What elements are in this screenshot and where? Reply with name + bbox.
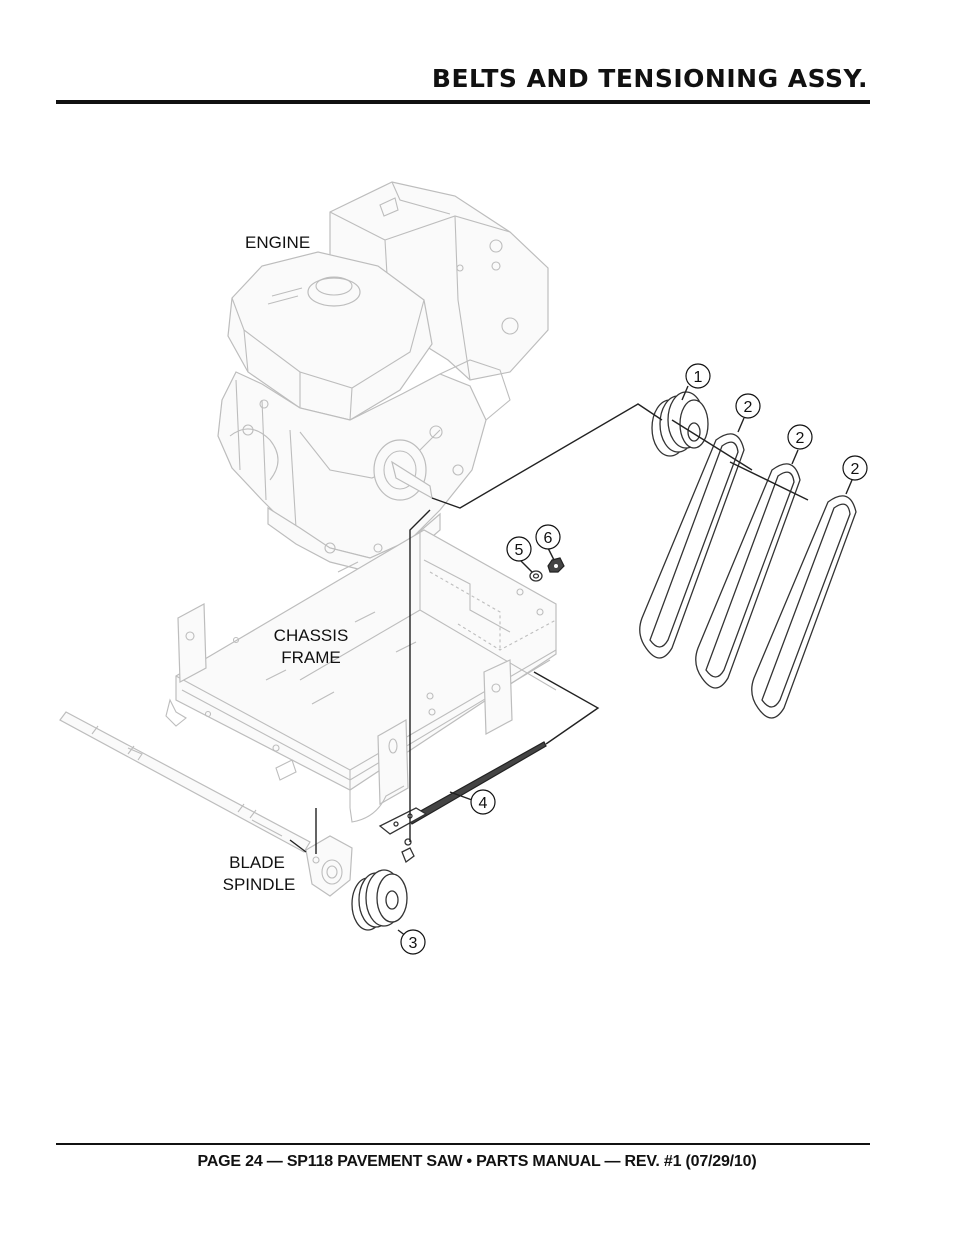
v-belts xyxy=(639,433,857,719)
spindle-label-line1: BLADE xyxy=(229,853,285,872)
callout-6: 6 xyxy=(535,524,561,550)
chassis-label-line2: FRAME xyxy=(281,648,341,667)
svg-text:1: 1 xyxy=(694,369,703,386)
engine-drawing xyxy=(217,181,549,573)
chassis-frame-drawing xyxy=(165,529,557,823)
callout-4: 4 xyxy=(470,789,496,815)
callout-3: 3 xyxy=(400,929,426,955)
page-footer: PAGE 24 — SP118 PAVEMENT SAW • PARTS MAN… xyxy=(197,1153,757,1170)
callout-5: 5 xyxy=(506,536,532,562)
svg-text:2: 2 xyxy=(851,461,860,478)
svg-text:4: 4 xyxy=(479,795,488,812)
hex-nut xyxy=(547,557,565,573)
callout-1: 1 xyxy=(685,363,711,389)
v-belt-1 xyxy=(639,433,745,659)
washer xyxy=(529,570,543,582)
svg-text:2: 2 xyxy=(796,430,805,447)
callout-2a: 2 xyxy=(735,393,761,419)
page-title: BELTS AND TENSIONING ASSY. xyxy=(431,64,868,93)
svg-text:5: 5 xyxy=(515,542,524,559)
chassis-label-line1: CHASSIS xyxy=(274,626,349,645)
v-belt-3 xyxy=(751,495,857,719)
svg-text:6: 6 xyxy=(544,530,553,547)
v-belt-2 xyxy=(695,463,801,689)
engine-label: ENGINE xyxy=(245,233,310,252)
header-rule xyxy=(56,100,870,104)
spindle-pulley xyxy=(351,869,408,931)
svg-text:2: 2 xyxy=(744,399,753,416)
callout-2c: 2 xyxy=(842,455,868,481)
tension-rod xyxy=(378,741,547,864)
blade-spindle-drawing xyxy=(59,711,353,897)
callout-2b: 2 xyxy=(787,424,813,450)
footer-rule xyxy=(56,1143,870,1145)
spindle-label-line2: SPINDLE xyxy=(223,875,296,894)
svg-text:3: 3 xyxy=(409,935,418,952)
engine-pulley xyxy=(651,391,709,457)
